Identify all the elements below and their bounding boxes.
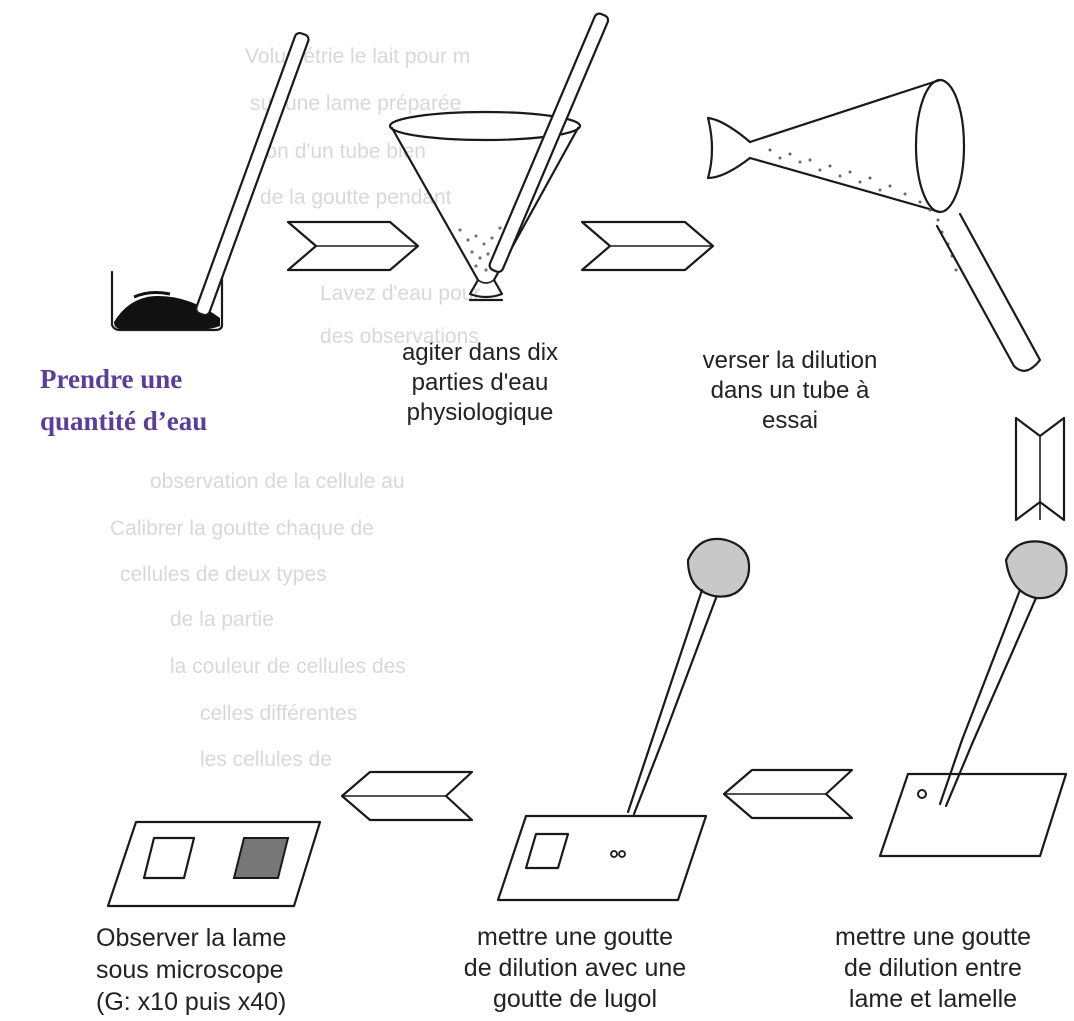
caption-line: de dilution entre	[844, 954, 1022, 982]
arrow-right-2-icon	[580, 220, 715, 272]
beaker-with-rod-icon	[110, 31, 310, 332]
caption-line: Observer la lame	[96, 924, 287, 952]
caption-line: essai	[761, 407, 819, 434]
caption-line: mettre une goutte	[835, 923, 1031, 951]
arrow-left-1-icon	[722, 768, 854, 820]
caption-line: de dilution avec une	[463, 954, 687, 982]
caption-drop-between: mettre une goutte de dilution entre lame…	[798, 922, 1068, 1015]
title-line-1: Prendre une	[40, 364, 183, 394]
arrow-right-1-icon	[286, 220, 420, 272]
title-line-2: quantité d’eau	[40, 406, 208, 436]
caption-observe: Observer la lame sous microscope (G: x10…	[96, 922, 286, 1018]
arrow-left-2-icon	[340, 770, 474, 822]
arrow-down-icon	[1014, 416, 1066, 522]
dropper-right-icon	[938, 540, 1068, 808]
caption-line: lame et lamelle	[848, 985, 1018, 1013]
caption-line: mettre une goutte	[477, 923, 673, 951]
caption-line: (G: x10 puis x40)	[96, 988, 287, 1016]
caption-line: agiter dans dix	[401, 339, 559, 366]
caption-stir: agiter dans dix parties d'eau physiologi…	[370, 338, 590, 428]
funnel-with-rod-icon	[388, 12, 610, 302]
slide-middle-icon	[496, 814, 708, 902]
caption-pour: verser la dilution dans un tube à essai	[660, 346, 920, 436]
caption-line: physiologique	[406, 399, 554, 426]
caption-line: dans un tube à	[710, 377, 870, 404]
page-title: Prendre une quantité d’eau	[40, 358, 207, 442]
slide-left-icon	[106, 820, 322, 908]
caption-line: goutte de lugol	[492, 985, 658, 1013]
caption-line: parties d'eau	[411, 369, 549, 396]
tube-and-flask-icon	[706, 78, 1042, 372]
slide-right-icon	[878, 772, 1068, 858]
caption-line: sous microscope	[96, 956, 284, 984]
caption-drop-lugol: mettre une goutte de dilution avec une g…	[415, 922, 735, 1015]
dropper-middle-icon	[626, 537, 751, 816]
caption-line: verser la dilution	[702, 347, 878, 374]
